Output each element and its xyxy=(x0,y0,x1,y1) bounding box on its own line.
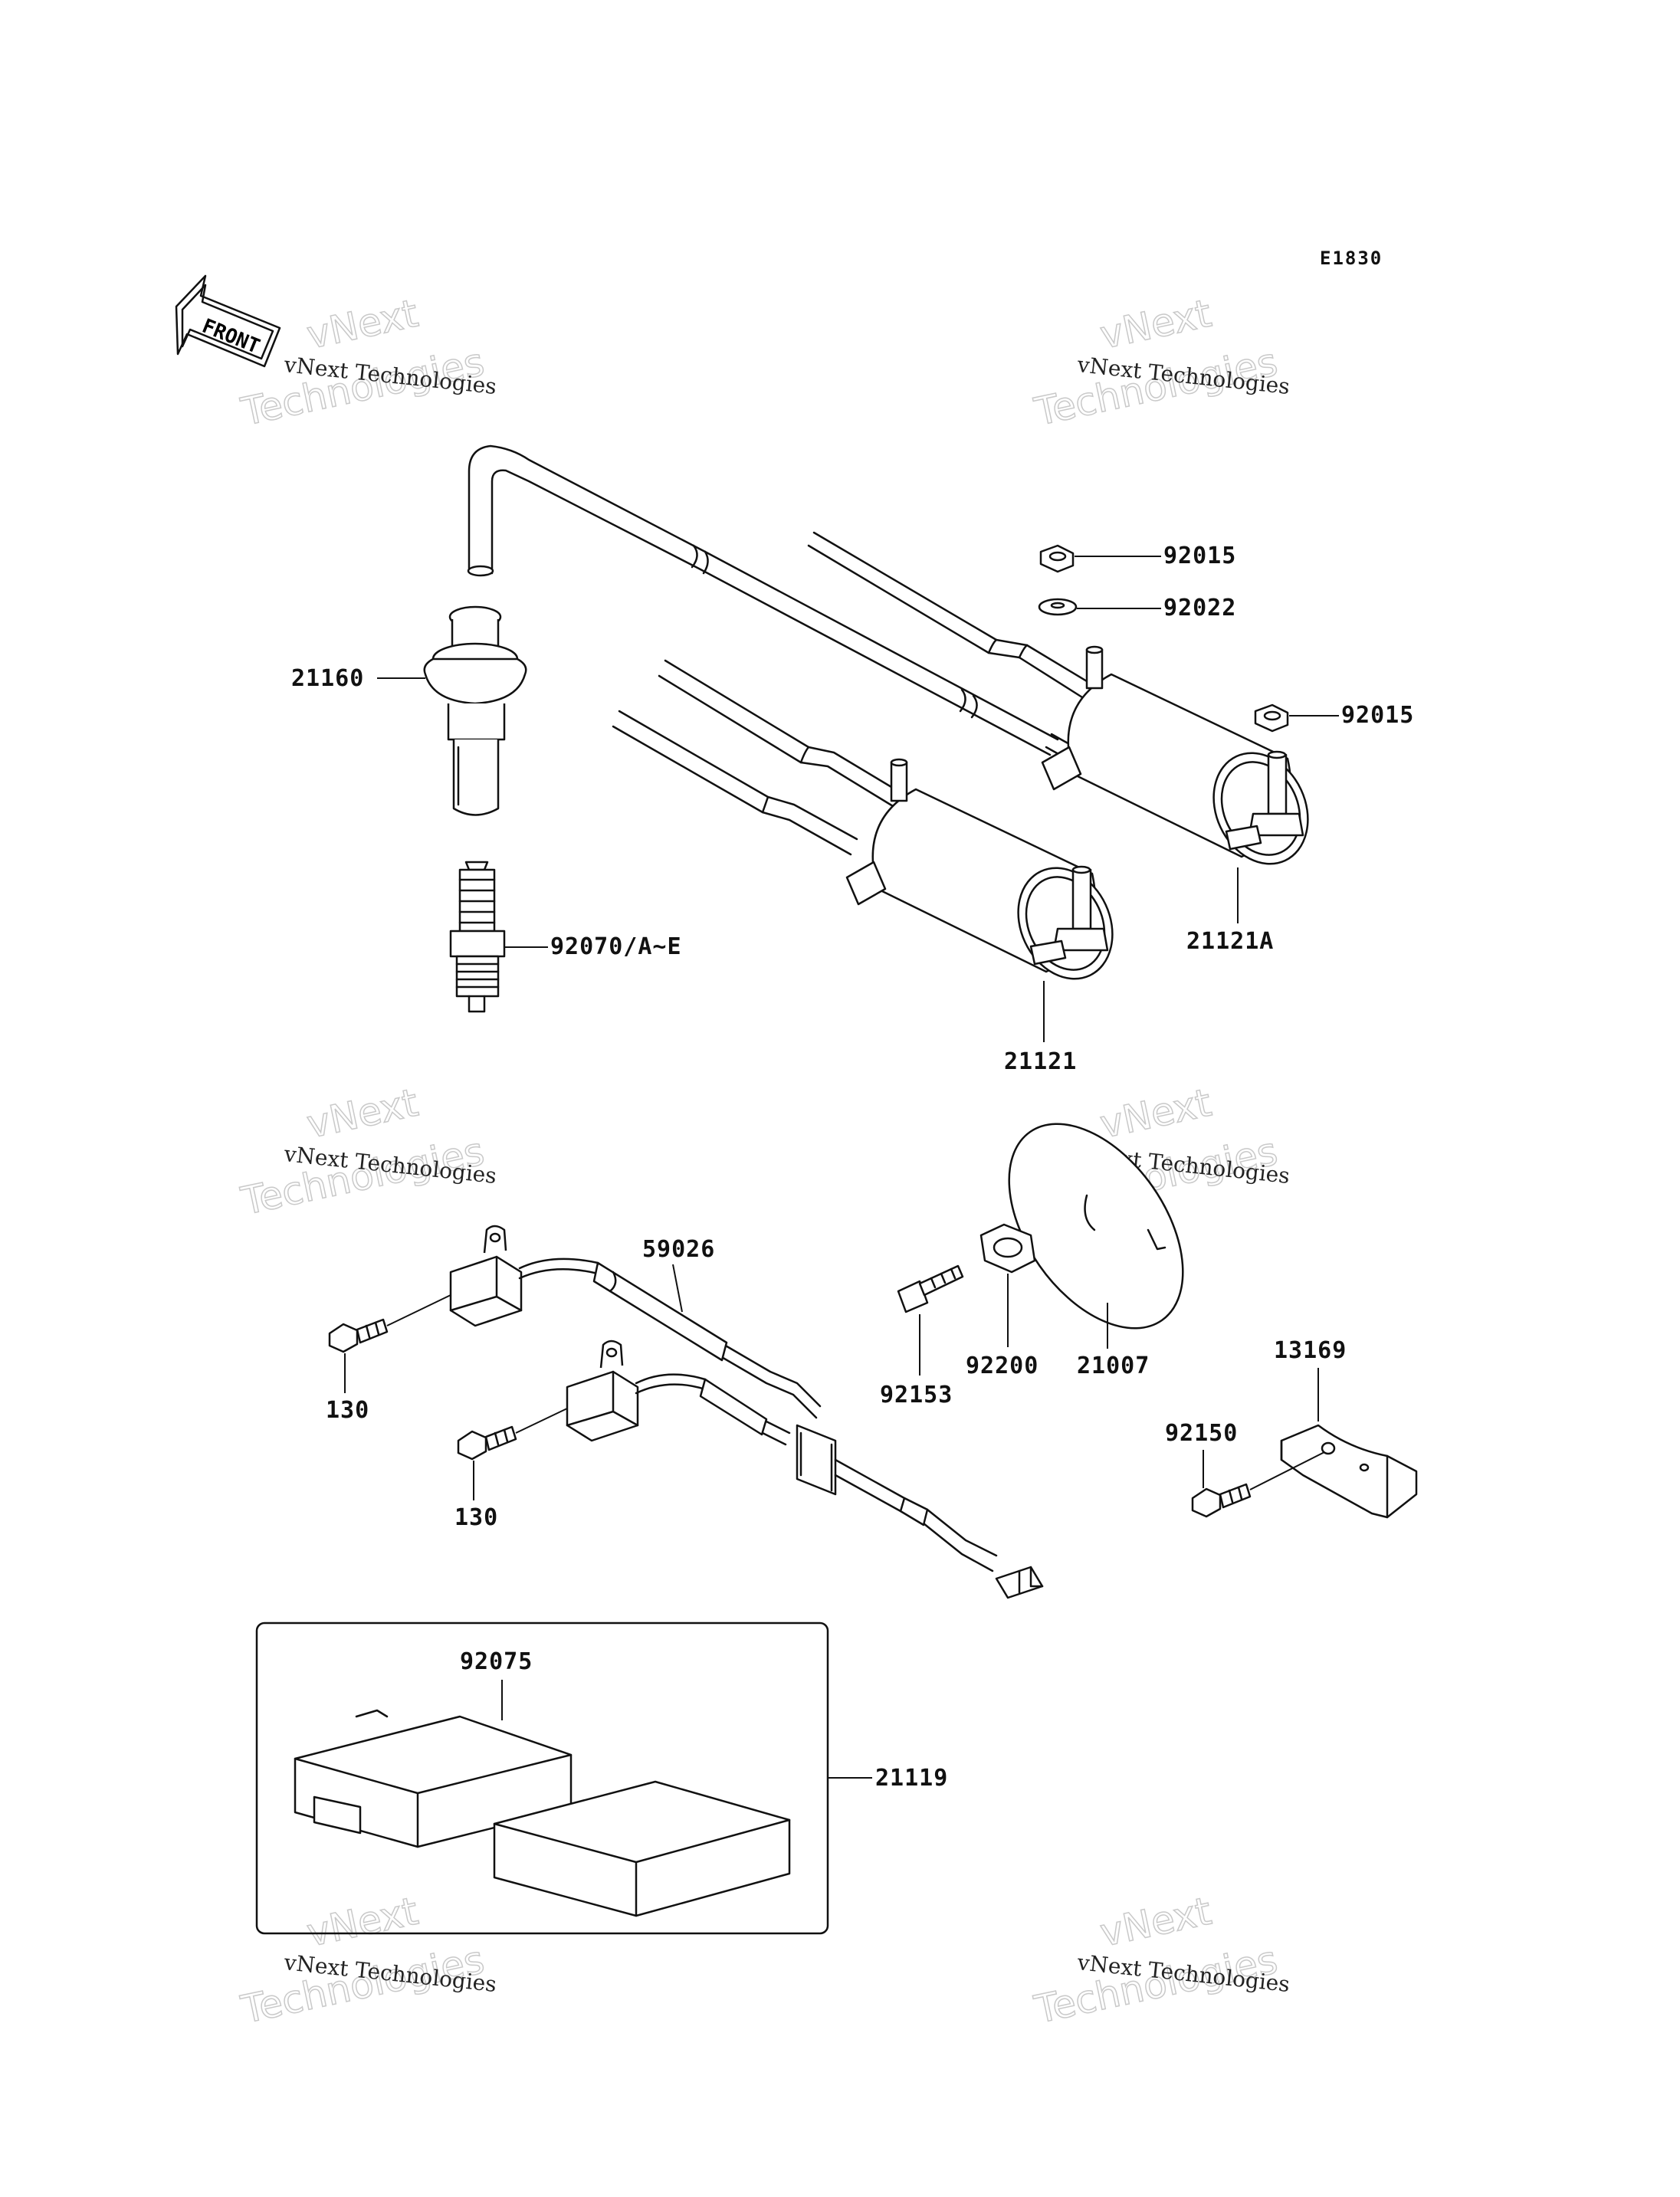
label-21007: 21007 xyxy=(1077,1353,1150,1379)
watermark-top-right: vNext Technologies vNext Technologies xyxy=(1030,290,1291,435)
bracket-13169 xyxy=(1280,1424,1418,1519)
label-130-bottom: 130 xyxy=(454,1504,498,1531)
bolt-92150 xyxy=(1191,1483,1252,1518)
spark-plug-92070 xyxy=(449,861,506,1013)
leader-92150-to-bracket xyxy=(1249,1451,1325,1490)
label-92015-top: 92015 xyxy=(1163,543,1236,569)
leader-130-top-to-coil xyxy=(386,1294,451,1326)
svg-text:vNext: vNext xyxy=(1096,291,1215,358)
nut-92200 xyxy=(979,1223,1036,1274)
label-21121A: 21121A xyxy=(1186,928,1274,955)
bolt-130-top xyxy=(328,1318,389,1353)
label-130-top: 130 xyxy=(326,1397,369,1424)
ignition-coil-21121A xyxy=(807,531,1309,865)
watermark-top-left: vNext Technologies vNext Technologies xyxy=(237,290,498,435)
igniter-unit-cover-92075 xyxy=(493,1780,791,1917)
label-92075: 92075 xyxy=(460,1648,533,1675)
label-21119: 21119 xyxy=(875,1765,948,1792)
bolt-92153 xyxy=(897,1264,964,1313)
svg-text:vNext: vNext xyxy=(303,1889,422,1956)
label-13169: 13169 xyxy=(1274,1337,1347,1364)
svg-text:vNext: vNext xyxy=(303,291,422,358)
nut-92015-top xyxy=(1039,544,1075,573)
label-92070: 92070/A~E xyxy=(550,933,682,960)
plug-cap-21160 xyxy=(423,444,1059,816)
label-21121: 21121 xyxy=(1004,1048,1077,1075)
ignition-coil-21121 xyxy=(612,659,1114,980)
label-21160: 21160 xyxy=(291,665,364,692)
label-92015-right: 92015 xyxy=(1341,702,1414,729)
timing-rotor-21007 xyxy=(1008,1123,1184,1330)
svg-text:vNext: vNext xyxy=(303,1080,422,1147)
front-arrow-icon: FRONT xyxy=(175,274,281,368)
nut-92015-right xyxy=(1254,703,1289,733)
washer-92022 xyxy=(1038,598,1078,616)
label-92150: 92150 xyxy=(1165,1420,1238,1447)
igniter-unit-21119 xyxy=(294,1709,573,1848)
pickup-coil-harness-59026 xyxy=(449,1225,1044,1599)
watermark-bottom-left: vNext Technologies vNext Technologies xyxy=(237,1888,498,2033)
label-92022: 92022 xyxy=(1163,595,1236,621)
watermark-mid-left: vNext Technologies vNext Technologies xyxy=(237,1080,498,1225)
leader-130-bottom-to-coil xyxy=(515,1408,568,1434)
svg-text:vNext: vNext xyxy=(1096,1080,1215,1147)
leader-59026 xyxy=(672,1264,683,1313)
bolt-130-bottom xyxy=(457,1425,517,1461)
label-92200: 92200 xyxy=(966,1353,1039,1379)
figure-code: E1830 xyxy=(1320,248,1383,269)
watermark-bottom-right: vNext Technologies vNext Technologies xyxy=(1030,1888,1291,2033)
svg-text:vNext: vNext xyxy=(1096,1889,1215,1956)
label-59026: 59026 xyxy=(642,1236,715,1263)
label-92153: 92153 xyxy=(880,1382,953,1408)
